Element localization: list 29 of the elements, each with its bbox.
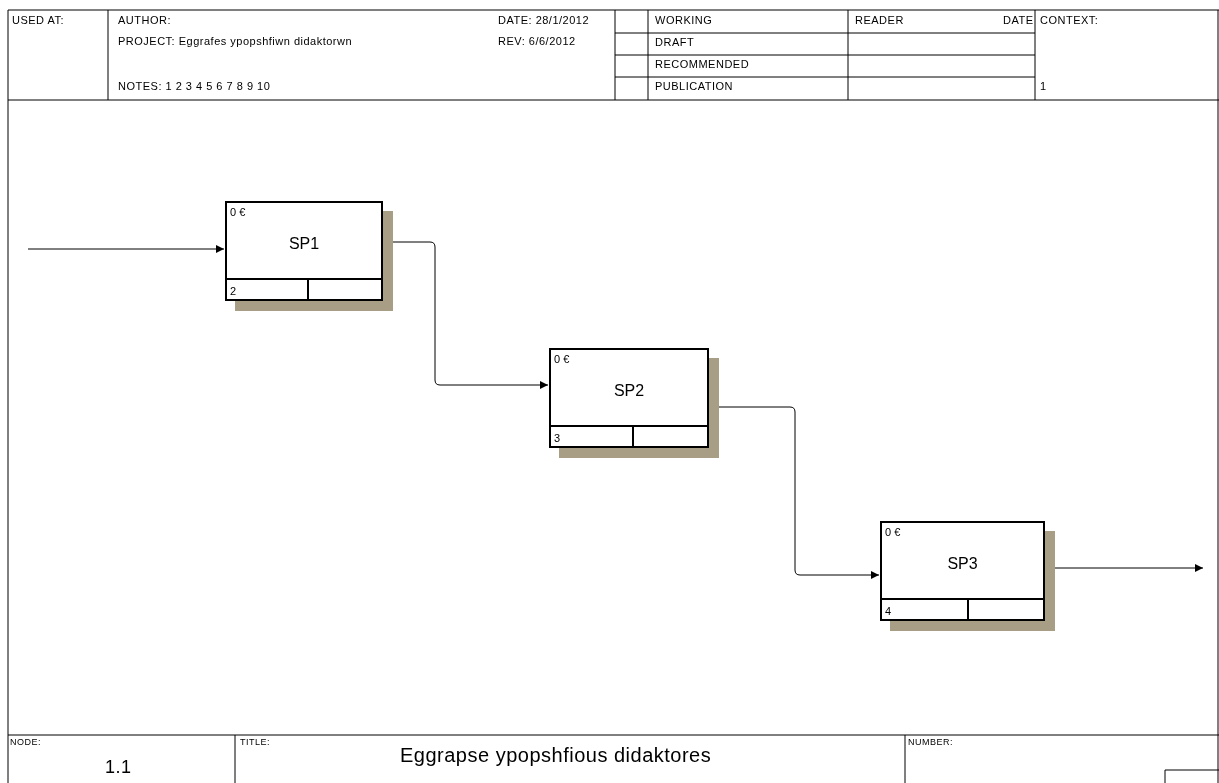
activity-name: SP2 — [612, 382, 646, 400]
notes-text: NOTES: 1 2 3 4 5 6 7 8 9 10 — [118, 80, 271, 92]
diagram-title: Eggrapse ypopshfious didaktores — [400, 744, 712, 767]
node-number: 3 — [554, 432, 561, 444]
field-label: TITLE: — [240, 737, 270, 747]
node-number: 2 — [230, 285, 237, 297]
status-label: DRAFT — [655, 36, 695, 48]
field-label: USED AT: — [12, 14, 65, 26]
activity-name: SP1 — [287, 235, 321, 253]
activity-name: SP3 — [946, 555, 979, 573]
status-label: WORKING — [655, 14, 713, 26]
cost-label: 0 € — [230, 206, 246, 218]
revision-text: REV: 6/6/2012 — [498, 35, 576, 47]
node-number: 1.1 — [105, 757, 132, 778]
cost-label: 0 € — [885, 526, 901, 538]
status-label: RECOMMENDED — [655, 58, 750, 70]
project-text: PROJECT: Eggrafes ypopshfiwn didaktorwn — [118, 35, 353, 47]
node-number: 4 — [885, 605, 892, 617]
field-label: CONTEXT: — [1040, 14, 1099, 26]
column-label: DATE — [1003, 14, 1034, 26]
field-label: NUMBER: — [908, 737, 953, 747]
status-label: PUBLICATION — [655, 80, 734, 92]
field-label: NODE: — [10, 737, 41, 747]
cost-label: 0 € — [554, 353, 570, 365]
date-text: DATE: 28/1/2012 — [498, 14, 590, 26]
arrow — [27, 245, 225, 253]
column-label: READER — [855, 14, 904, 26]
page-number: 1 — [1040, 80, 1047, 92]
field-label: AUTHOR: — [118, 14, 171, 26]
